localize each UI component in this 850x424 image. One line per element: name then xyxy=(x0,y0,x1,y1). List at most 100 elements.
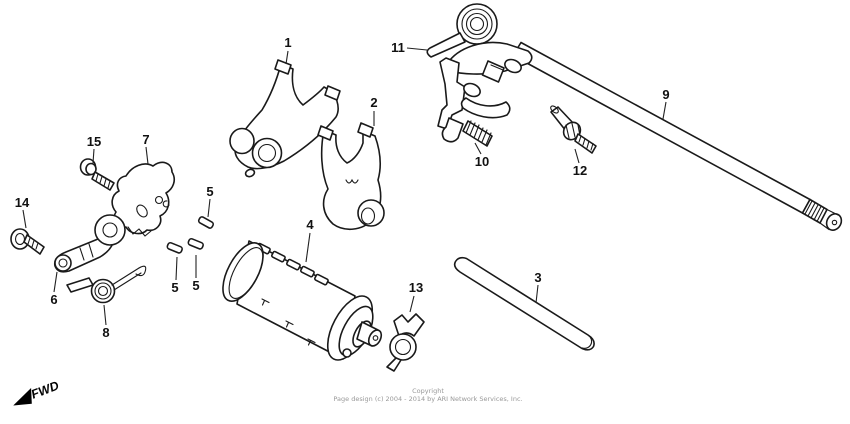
callout-4[interactable]: 4 xyxy=(305,217,314,263)
callout-9[interactable]: 9 xyxy=(662,87,670,120)
fwd-arrow-icon xyxy=(13,387,32,406)
spring-coil-hatching xyxy=(465,120,492,146)
arm-joggle-lines xyxy=(79,243,94,261)
plate-cast-mark xyxy=(162,200,170,208)
callout-leader-line xyxy=(406,47,428,51)
return-spring-coil-inner xyxy=(465,12,489,36)
shaft-tip-edges xyxy=(819,208,839,231)
callout-leader-line xyxy=(103,304,107,326)
part-drawing-shift-fork-1 xyxy=(229,59,341,178)
fork-hub-bore xyxy=(257,143,277,163)
callout-2[interactable]: 2 xyxy=(370,95,378,126)
arm-end-boss xyxy=(54,254,72,272)
drum-stub-hole xyxy=(372,335,379,341)
part-drawing-plate-bolt xyxy=(79,158,115,191)
cam-slot xyxy=(313,273,329,286)
callout-5c[interactable]: 5 xyxy=(192,255,200,293)
part-drawing-cam-plate xyxy=(111,161,175,237)
arm-end-hole xyxy=(58,258,68,268)
callout-14[interactable]: 14 xyxy=(15,195,30,229)
shaft-spline-hatching xyxy=(804,200,825,223)
callout-5b[interactable]: 5 xyxy=(171,256,179,295)
bolt-head-face xyxy=(85,162,97,176)
part-drawing-arm-bolt xyxy=(10,228,45,255)
part-drawing-arm-spring xyxy=(66,265,147,304)
callout-7[interactable]: 7 xyxy=(142,132,150,165)
pawl-roller-right xyxy=(504,58,522,74)
pawl-block xyxy=(481,60,505,83)
stopper-tail xyxy=(386,357,402,372)
part-number-9[interactable]: 9 xyxy=(662,87,669,102)
drum-plate-hole xyxy=(342,348,352,358)
footer-copyright: Copyright Page design (c) 2004 - 2014 by… xyxy=(333,387,522,403)
return-spring-leg xyxy=(426,32,466,58)
spring-coil-inner xyxy=(97,285,109,297)
callout-leader-line xyxy=(535,284,539,304)
part-drawing-stopper-arm xyxy=(53,214,126,273)
fwd-label: FWD xyxy=(29,378,61,401)
part-number-4[interactable]: 4 xyxy=(306,217,314,232)
plate-slot-hole xyxy=(136,204,148,218)
part-drawing-shift-arm-assembly xyxy=(426,3,533,143)
callout-5a[interactable]: 5 xyxy=(206,184,214,218)
cam-slot xyxy=(270,250,286,263)
shift-arm-foot xyxy=(441,117,464,143)
part-drawing-stopper-plate xyxy=(386,313,425,372)
pawl-roller-left xyxy=(463,82,481,98)
part-number-5a[interactable]: 5 xyxy=(206,184,213,199)
fork-tip-pad-left xyxy=(317,125,334,141)
fork-hub xyxy=(251,137,283,169)
part-number-6[interactable]: 6 xyxy=(50,292,57,307)
shaft-tip-hole xyxy=(831,219,838,226)
callout-3[interactable]: 3 xyxy=(534,270,542,304)
callout-6[interactable]: 6 xyxy=(50,271,58,307)
plate-bottom-teeth xyxy=(127,226,152,237)
part-number-11[interactable]: 11 xyxy=(391,40,405,55)
part-number-14[interactable]: 14 xyxy=(15,195,30,210)
bolt-shank xyxy=(91,171,115,191)
callout-12[interactable]: 12 xyxy=(573,148,587,178)
callout-1[interactable]: 1 xyxy=(284,35,292,65)
callout-leader-line xyxy=(22,209,27,229)
dowel-pin xyxy=(187,237,204,250)
part-number-1[interactable]: 1 xyxy=(284,35,291,50)
spring-left-arm xyxy=(66,277,94,293)
part-number-12[interactable]: 12 xyxy=(573,163,587,178)
callout-10[interactable]: 10 xyxy=(474,142,489,169)
part-drawing-shift-drum xyxy=(222,240,383,361)
part-drawing-spindle-shaft xyxy=(512,41,843,231)
bolt-thread-hatching xyxy=(578,135,594,151)
callout-leader-line xyxy=(207,198,211,218)
fork-guide-pin xyxy=(244,168,256,178)
drum-lower-notches xyxy=(261,298,316,346)
callout-8[interactable]: 8 xyxy=(102,304,110,340)
stopper-ring-hole xyxy=(394,338,412,356)
part-number-5b[interactable]: 5 xyxy=(171,280,178,295)
spring-arm-hook xyxy=(135,265,147,277)
pawl-block-edge xyxy=(490,64,504,71)
part-number-7[interactable]: 7 xyxy=(142,132,149,147)
cast-mark xyxy=(345,178,359,184)
callout-15[interactable]: 15 xyxy=(87,134,101,164)
part-number-15[interactable]: 15 xyxy=(87,134,101,149)
spring-coil-mid xyxy=(94,282,112,300)
part-number-2[interactable]: 2 xyxy=(370,95,377,110)
part-number-13[interactable]: 13 xyxy=(409,280,423,295)
dowel-pin xyxy=(197,216,215,229)
part-number-10[interactable]: 10 xyxy=(475,154,489,169)
callout-leader-line xyxy=(175,256,178,281)
part-number-3[interactable]: 3 xyxy=(534,270,541,285)
part-number-8[interactable]: 8 xyxy=(102,325,109,340)
part-number-5c[interactable]: 5 xyxy=(192,278,199,293)
shaft-body xyxy=(512,41,811,214)
copyright-line-2: Page design (c) 2004 - 2014 by ARI Netwo… xyxy=(333,395,522,403)
bolt-shank-end xyxy=(550,105,559,114)
callout-13[interactable]: 13 xyxy=(409,280,423,313)
callout-11[interactable]: 11 xyxy=(391,40,428,55)
rod-end-face xyxy=(581,334,593,349)
spring-right-arm xyxy=(111,267,142,291)
drum-stub-tip xyxy=(367,329,383,347)
